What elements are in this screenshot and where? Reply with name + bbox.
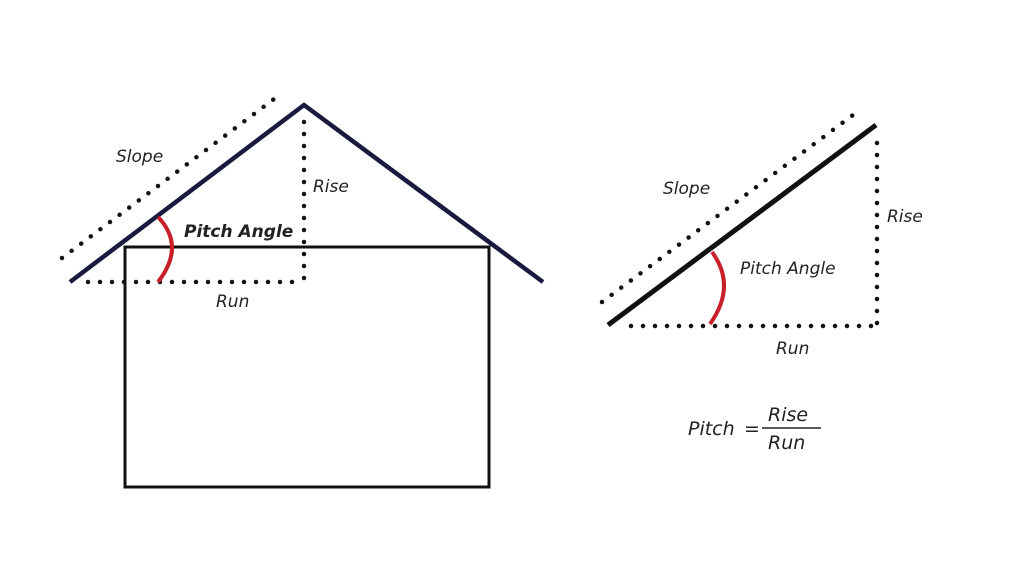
pitch-angle-arc: [156, 215, 174, 284]
pitch-angle-label: Pitch Angle: [740, 259, 836, 279]
slope-line: [606, 122, 878, 328]
house-body: [123, 245, 491, 489]
triangle-figure: Slope Rise Pitch Angle Run: [599, 112, 923, 359]
rise-label: Rise: [313, 177, 349, 197]
run-label: Run: [216, 292, 249, 312]
pitch-angle-arc: [708, 250, 726, 326]
slope-dotted-line: [59, 90, 285, 261]
slope-label: Slope: [116, 147, 163, 167]
house-figure: Slope Rise Pitch Angle Run: [59, 90, 545, 489]
pitch-formula: Pitch = Rise Run: [688, 404, 821, 454]
slope-dotted-line: [599, 112, 856, 305]
slope-label: Slope: [663, 179, 710, 199]
rise-label: Rise: [887, 207, 923, 227]
roof-line: [68, 102, 545, 284]
pitch-angle-label: Pitch Angle: [184, 222, 293, 242]
formula-numerator: Rise: [768, 404, 808, 426]
formula-equals: =: [744, 418, 760, 440]
formula-lhs: Pitch: [688, 418, 735, 440]
formula-denominator: Run: [768, 432, 805, 454]
run-label: Run: [776, 339, 809, 359]
